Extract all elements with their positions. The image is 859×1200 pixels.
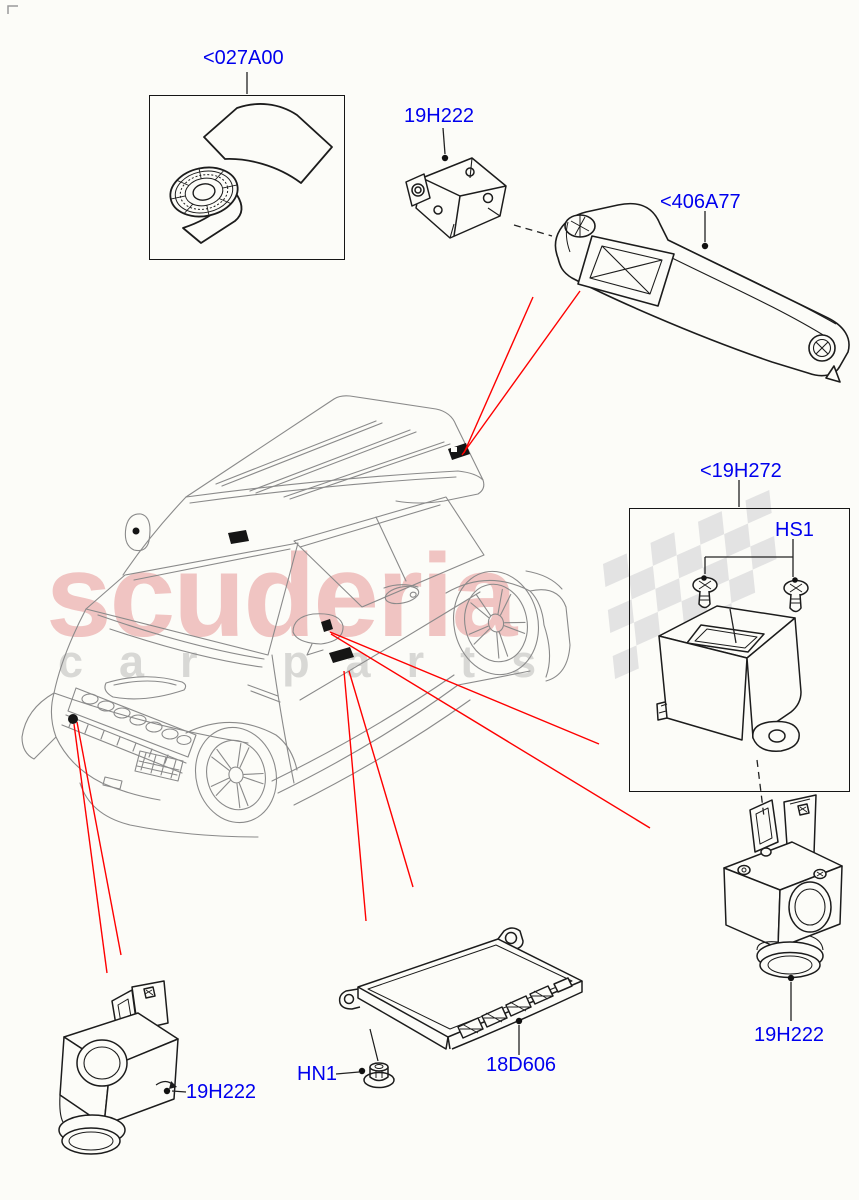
camera-location-marks [68,443,470,724]
part-label-027A00[interactable]: <027A00 [203,47,284,69]
vehicle-drawing [21,395,571,838]
part-label-HN1[interactable]: HN1 [297,1063,338,1085]
watermark-tagline-text: car parts [58,636,573,687]
red-locator-lines [73,290,651,974]
checker-flag-watermark [603,489,777,680]
rear-camera-top-drawing [405,157,507,239]
part-label-18D606[interactable]: 18D606 [486,1054,557,1076]
rear-camera-bracket-drawing [554,202,850,383]
label-leader-lines [171,72,794,1093]
part-label-406A77[interactable]: <406A77 [660,191,741,213]
rear-camera-lower-drawing [723,794,843,979]
front-camera-drawing [58,980,179,1155]
camera-module-drawing [338,927,583,1089]
part-label-19H272[interactable]: <19H272 [700,460,782,482]
camera-cover-and-screws-drawing [656,576,809,752]
part-label-19H222-rear[interactable]: 19H222 [754,1024,825,1046]
leader-dots [163,154,798,1095]
part-label-19H222-front[interactable]: 19H222 [186,1081,257,1103]
tape-kit-box [149,95,345,260]
watermark-brand-text: scuderia [46,530,517,662]
adhesive-tape-kit-drawing [169,103,333,244]
part-label-19H222-top[interactable]: 19H222 [404,105,475,127]
part-label-HS1[interactable]: HS1 [775,519,814,541]
corner-crop-mark [7,5,18,14]
cover-kit-box [629,508,850,792]
